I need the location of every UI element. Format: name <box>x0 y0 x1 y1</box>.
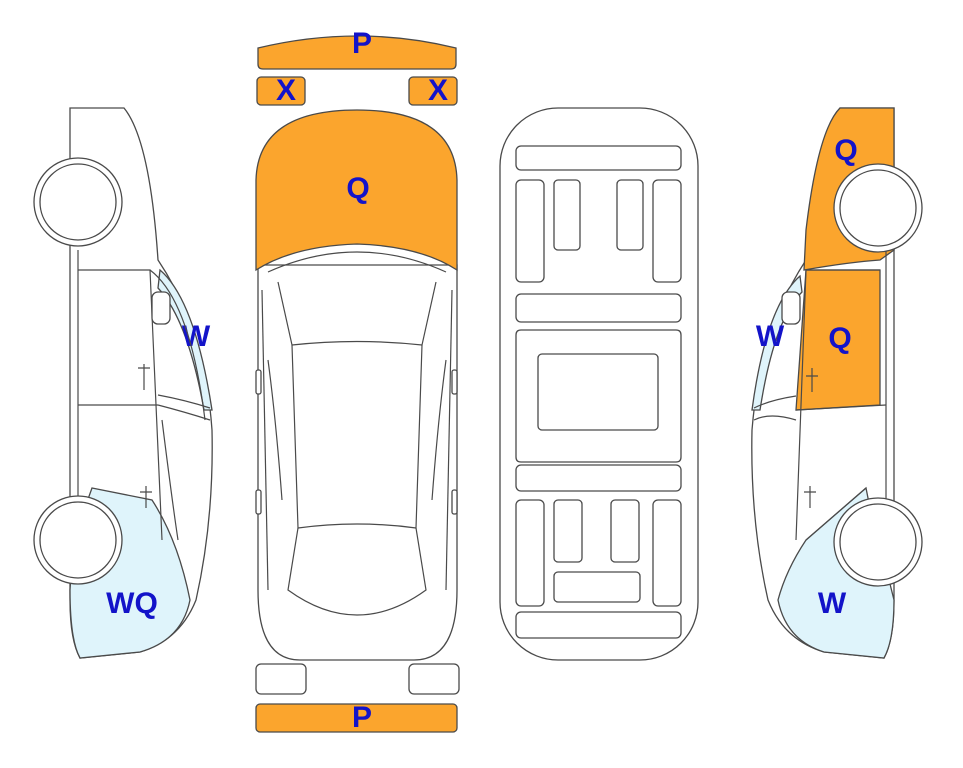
front-bumper-label: P <box>352 27 372 60</box>
left-taillight-part[interactable] <box>255 663 307 695</box>
front-bumper-part[interactable] <box>257 35 457 70</box>
rear-bumper-part[interactable] <box>255 703 458 733</box>
right-front-fender-label: Q <box>834 134 857 167</box>
right-front-door-label: Q <box>828 322 851 355</box>
top-view-car: P X X Q P <box>255 27 460 734</box>
left-headlight-label: X <box>276 74 296 107</box>
left-headlight-part[interactable] <box>256 76 306 106</box>
left-side-view: WQ W <box>33 107 213 659</box>
underbody-view <box>499 107 699 661</box>
right-headlight-label: X <box>428 74 448 107</box>
hood-part[interactable] <box>255 109 458 272</box>
right-front-window-label: W <box>756 320 785 353</box>
right-headlight-part[interactable] <box>408 76 458 106</box>
right-side-view: Q Q W W <box>751 107 923 659</box>
left-front-window-part[interactable] <box>157 268 213 411</box>
left-rear-quarter-label: WQ <box>106 587 158 620</box>
right-taillight-part[interactable] <box>408 663 460 695</box>
right-rear-quarter-label: W <box>818 587 847 620</box>
rear-bumper-label: P <box>352 701 372 734</box>
left-front-window-label: W <box>182 320 211 353</box>
top-body-outline <box>257 264 458 661</box>
hood-label: Q <box>346 172 369 205</box>
